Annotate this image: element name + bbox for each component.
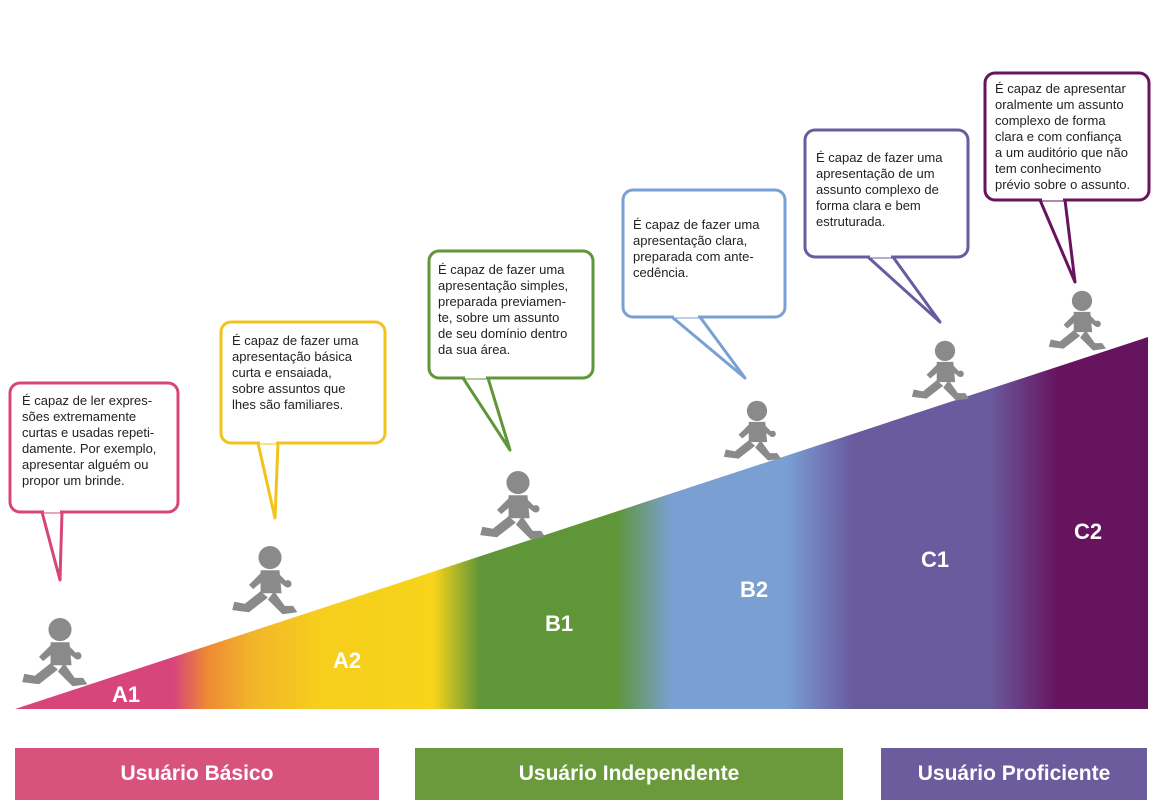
bubble-tail-b1 bbox=[461, 376, 512, 452]
bubble-text-b2: É capaz de fazer uma apresentação clara,… bbox=[633, 217, 760, 280]
speech-bubble-b1 bbox=[427, 249, 595, 452]
speech-bubbles bbox=[8, 71, 1151, 582]
bubble-text-c1: É capaz de fazer uma apresentação de um … bbox=[816, 150, 943, 229]
speech-bubble-b2 bbox=[621, 188, 787, 380]
level-label-a1: A1 bbox=[111, 682, 141, 707]
level-label-c1: C1 bbox=[920, 547, 950, 572]
bubble-text-c2: É capaz de apresentar oralmente um assun… bbox=[995, 81, 1131, 192]
bubble-text-a2: É capaz de fazer uma apresentação básica… bbox=[232, 333, 359, 412]
bubble-tail-c2 bbox=[1038, 198, 1077, 284]
running-child-icon bbox=[911, 340, 969, 401]
group-bar-basic: Usuário Básico bbox=[15, 748, 379, 800]
speech-bubble-a1 bbox=[8, 381, 180, 582]
level-label-a2: A2 bbox=[332, 648, 362, 673]
bubble-tail-a1 bbox=[40, 510, 64, 582]
running-child-icon bbox=[480, 471, 546, 540]
bubble-tail-a2 bbox=[256, 441, 280, 520]
group-bar-proficient: Usuário Proficiente bbox=[881, 748, 1147, 800]
bubble-box-b1 bbox=[427, 249, 595, 380]
group-bar-independent: Usuário Independente bbox=[415, 748, 843, 800]
level-label-c2: C2 bbox=[1073, 519, 1103, 544]
running-child-icon bbox=[723, 400, 781, 461]
running-child-icon bbox=[1048, 290, 1106, 351]
speech-bubble-c1 bbox=[803, 128, 970, 324]
bubble-box-c2 bbox=[983, 71, 1151, 202]
bubble-text-a1: É capaz de ler expres- sões extremamente… bbox=[22, 393, 157, 488]
bubble-box-a2 bbox=[219, 320, 387, 445]
bubble-box-a1 bbox=[8, 381, 180, 514]
running-child-icon bbox=[232, 546, 298, 615]
level-label-b1: B1 bbox=[544, 611, 574, 636]
bubble-box-b2 bbox=[621, 188, 787, 319]
running-child-icon bbox=[22, 618, 88, 687]
bubble-tail-b2 bbox=[670, 315, 747, 380]
bubble-tail-c1 bbox=[866, 255, 942, 324]
level-label-b2: B2 bbox=[739, 577, 769, 602]
speech-bubble-c2 bbox=[983, 71, 1151, 284]
level-ramp bbox=[15, 337, 1148, 709]
speech-bubble-a2 bbox=[219, 320, 387, 520]
bubble-text-b1: É capaz de fazer uma apresentação simple… bbox=[438, 262, 569, 357]
